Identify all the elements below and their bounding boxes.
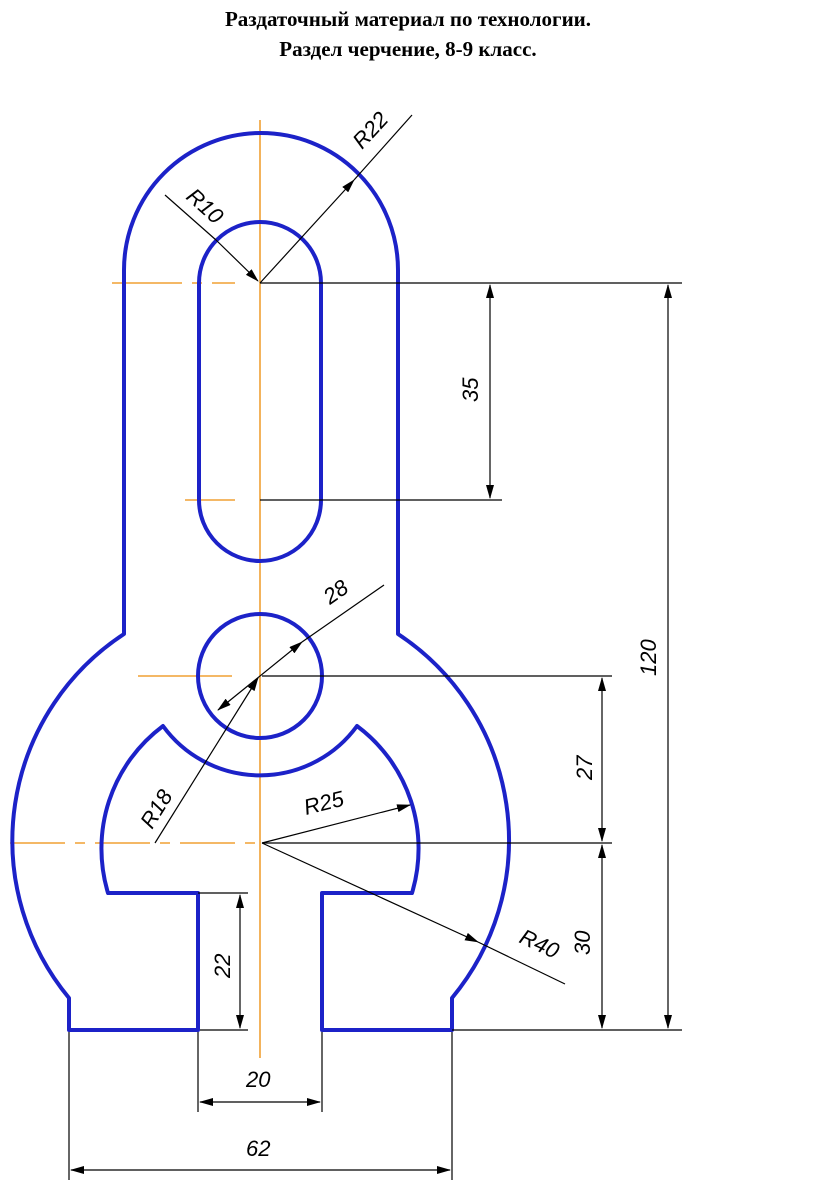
leader-diameter <box>217 641 303 711</box>
leader-r40 <box>261 842 479 943</box>
leader-r10 <box>164 194 217 241</box>
label-30: 30 <box>570 930 595 955</box>
label-diameter: 28 <box>318 574 354 610</box>
label-20: 20 <box>245 1067 271 1092</box>
leader-r22 <box>259 179 355 284</box>
outer-contour <box>10 131 511 1032</box>
label-35: 35 <box>458 377 483 402</box>
header-title-line-2: Раздел черчение, 8-9 класс. <box>279 37 537 61</box>
label-r40: R40 <box>516 924 564 964</box>
label-r18: R18 <box>135 785 178 833</box>
label-r10: R10 <box>182 183 229 229</box>
leader-r18 <box>154 677 259 844</box>
label-120: 120 <box>636 639 661 676</box>
label-62: 62 <box>246 1136 270 1161</box>
linear-dimensions <box>70 284 672 1174</box>
radial-dimensions <box>154 114 566 985</box>
label-22: 22 <box>210 954 235 979</box>
label-27: 27 <box>572 755 597 781</box>
header: Раздаточный материал по технологии. Разд… <box>0 4 816 64</box>
center-lines <box>10 120 261 1058</box>
header-title-line-1: Раздаточный материал по технологии. <box>224 7 592 31</box>
leader-r25 <box>261 804 411 844</box>
extension-lines <box>68 282 682 1180</box>
label-r25: R25 <box>301 786 347 820</box>
label-r22: R22 <box>347 107 393 154</box>
